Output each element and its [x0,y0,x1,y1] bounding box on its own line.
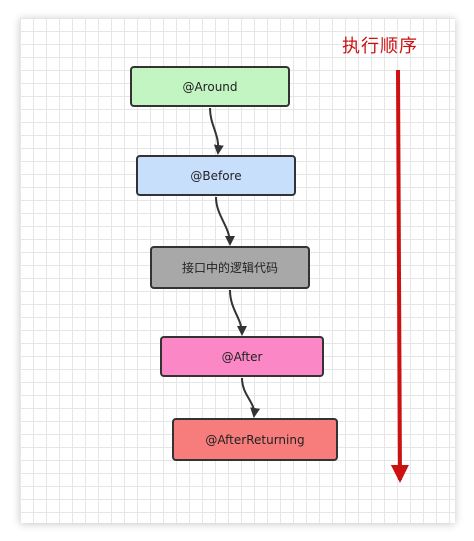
node-after: @After [160,336,324,377]
connectors-layer [209,69,409,483]
execution-order-label: 执行顺序 [342,36,418,57]
node-after-label: @After [221,349,263,364]
connector-code-to-after [229,289,247,336]
node-after-returning: @AfterReturning [172,418,338,461]
down-arrow-icon [390,69,409,483]
node-interface-logic-label: 接口中的逻辑代码 [181,261,278,275]
node-around: @Around [130,66,290,107]
diagram-canvas: @Around @Before 接口中的逻辑代码 @After @AfterRe… [20,18,455,523]
node-before: @Before [136,155,296,196]
node-interface-logic: 接口中的逻辑代码 [150,246,310,289]
node-after-returning-label: @AfterReturning [205,432,305,447]
connector-around-to-before [209,107,224,155]
connector-after-to-afterreturning [241,377,261,418]
connector-before-to-code [215,196,235,246]
node-around-label: @Around [182,79,238,94]
node-before-label: @Before [190,168,242,183]
